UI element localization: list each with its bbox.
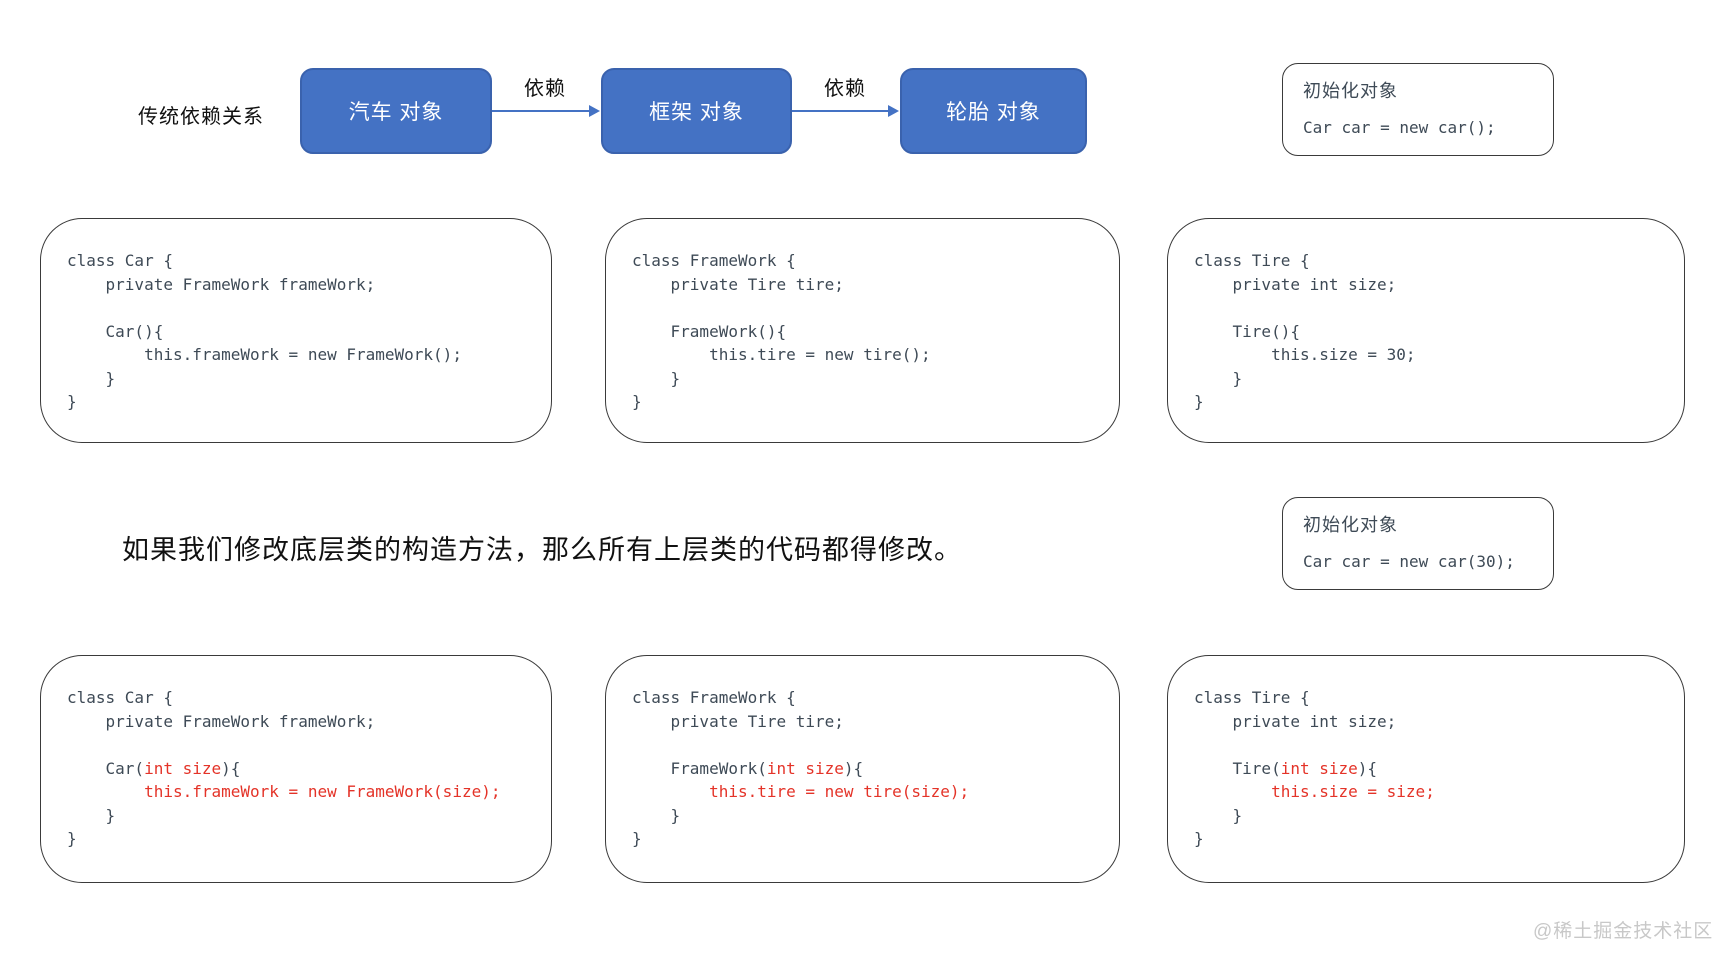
node-tire-object-label: 轮胎 对象 bbox=[946, 101, 1041, 124]
node-framework-object-label: 框架 对象 bbox=[649, 101, 744, 124]
dependency-arrow-2-label: 依赖 bbox=[824, 78, 866, 100]
code-car-original: class Car { private FrameWork frameWork;… bbox=[67, 251, 462, 411]
node-car-object-label: 汽车 对象 bbox=[348, 101, 444, 124]
dependency-arrow-1-label: 依赖 bbox=[524, 78, 566, 100]
node-tire-object: 轮胎 对象 bbox=[900, 68, 1087, 154]
code-box-tire-original: class Tire { private int size; Tire(){ t… bbox=[1167, 218, 1685, 443]
init-object-box-bottom-code: Car car = new car(30); bbox=[1303, 552, 1515, 571]
code-box-framework-modified: class FrameWork { private Tire tire; Fra… bbox=[605, 655, 1120, 883]
code-box-tire-modified: class Tire { private int size; Tire(int … bbox=[1167, 655, 1685, 883]
code-car-modified: class Car { private FrameWork frameWork;… bbox=[67, 688, 501, 848]
node-car-object: 汽车 对象 bbox=[300, 68, 492, 154]
code-framework-original: class FrameWork { private Tire tire; Fra… bbox=[632, 251, 931, 411]
watermark: @稀土掘金技术社区 bbox=[1533, 921, 1714, 942]
init-object-box-top-title: 初始化对象 bbox=[1303, 81, 1398, 101]
node-framework-object: 框架 对象 bbox=[601, 68, 792, 154]
legacy-dependency-label: 传统依赖关系 bbox=[138, 106, 264, 128]
init-object-box-bottom: 初始化对象 Car car = new car(30); bbox=[1282, 497, 1554, 590]
code-tire-original: class Tire { private int size; Tire(){ t… bbox=[1194, 251, 1416, 411]
init-object-box-bottom-title: 初始化对象 bbox=[1303, 515, 1398, 535]
code-box-car-modified: class Car { private FrameWork frameWork;… bbox=[40, 655, 552, 883]
code-box-framework-original: class FrameWork { private Tire tire; Fra… bbox=[605, 218, 1120, 443]
dependency-arrow-1 bbox=[492, 105, 600, 117]
middle-note: 如果我们修改底层类的构造方法，那么所有上层类的代码都得修改。 bbox=[122, 535, 962, 565]
code-tire-modified: class Tire { private int size; Tire(int … bbox=[1194, 688, 1435, 848]
code-framework-modified: class FrameWork { private Tire tire; Fra… bbox=[632, 688, 970, 848]
init-object-box-top-code: Car car = new car(); bbox=[1303, 118, 1496, 137]
dependency-arrow-2 bbox=[792, 105, 899, 117]
code-box-car-original: class Car { private FrameWork frameWork;… bbox=[40, 218, 552, 443]
init-object-box-top: 初始化对象 Car car = new car(); bbox=[1282, 63, 1554, 156]
